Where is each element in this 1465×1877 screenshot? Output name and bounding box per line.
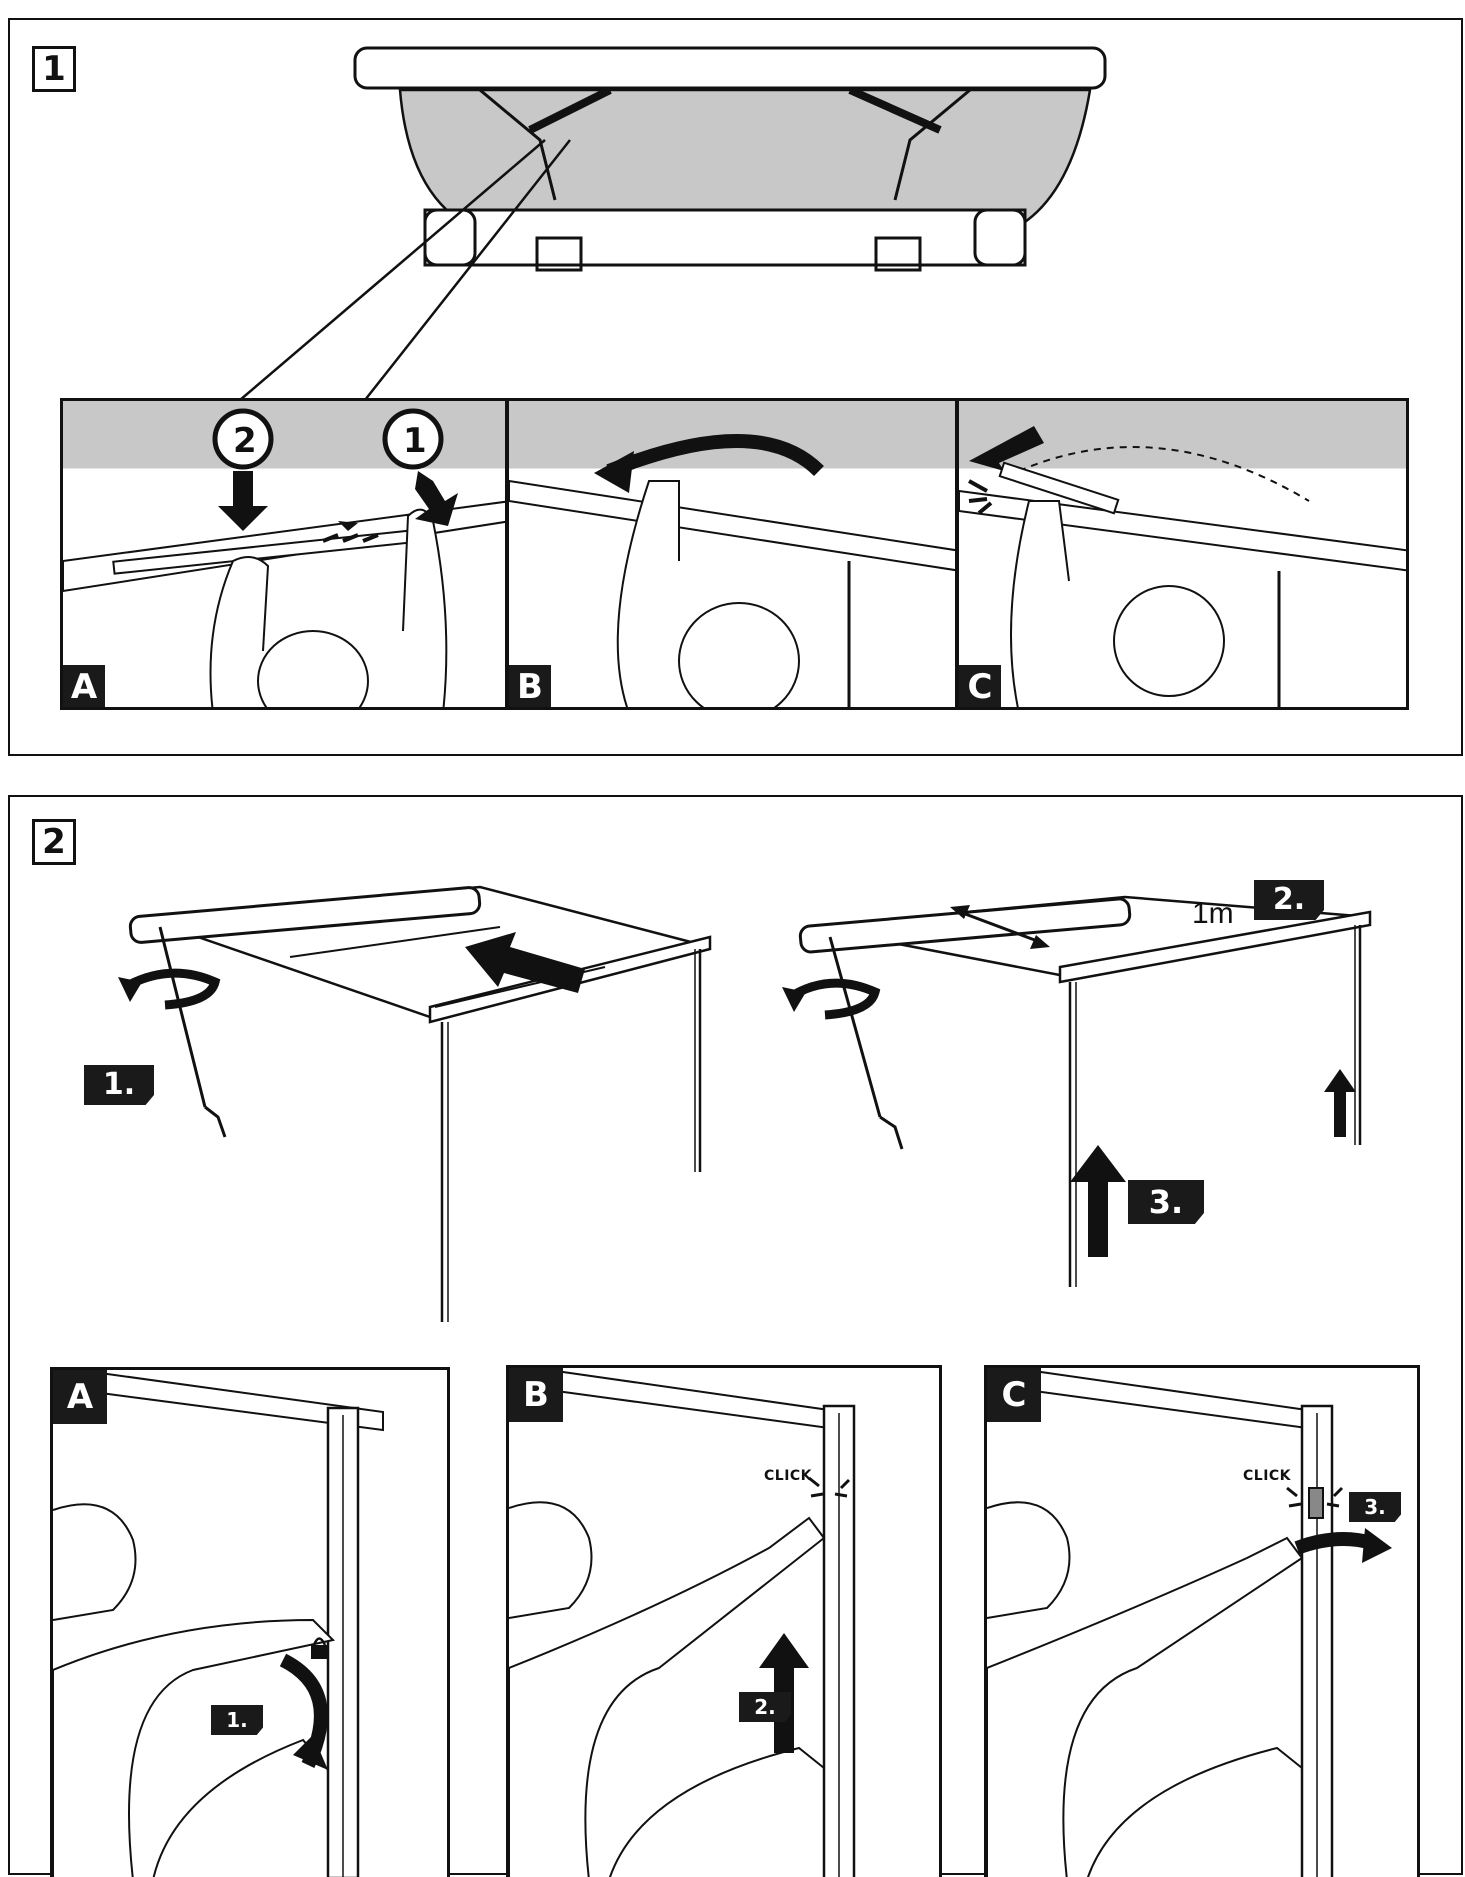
person-inserting-rafter-illustration [63, 408, 505, 707]
callout-1: 1 [403, 421, 428, 461]
step-2-panel-c: C CLICK 3. [984, 1365, 1420, 1877]
panel-label-c: C [959, 665, 1001, 707]
person-raising-leg-illustration [509, 1368, 856, 1877]
click-label-c: CLICK [1243, 1468, 1292, 1484]
detail-tag-3: 3. [1349, 1492, 1401, 1522]
awning-tension-overview-illustration [782, 895, 1372, 1287]
panel-label-b: B [509, 1368, 563, 1422]
person-unlocking-leg-illustration [53, 1370, 384, 1877]
measure-label-1m: 1m [1192, 897, 1234, 930]
step-1-frame: 1 2 1 A [8, 18, 1463, 756]
panel-label-c: C [987, 1368, 1041, 1422]
panel-label-b: B [509, 665, 551, 707]
step-2-number: 2 [32, 819, 76, 865]
overview-tag-2: 2. [1254, 880, 1324, 920]
awning-extend-overview-illustration [118, 885, 712, 1322]
person-rotating-rafter-illustration [509, 434, 955, 707]
person-snapping-rafter-illustration [959, 426, 1406, 707]
callout-2: 2 [233, 421, 258, 461]
step-2-panel-a: A 1. [50, 1367, 450, 1877]
detail-tag-1: 1. [211, 1705, 263, 1735]
panel-label-a: A [63, 665, 105, 707]
click-label-b: CLICK [764, 1468, 813, 1484]
step-1-panel-b: B [506, 398, 958, 710]
step-1-panel-c: C [956, 398, 1409, 710]
detail-tag-2: 2. [739, 1692, 791, 1722]
overview-tag-3: 3. [1128, 1180, 1204, 1224]
panel-label-a: A [53, 1370, 107, 1424]
step-1-number: 1 [32, 46, 76, 92]
step-2-frame: 2 1. 1m 2. 3. [8, 795, 1463, 1877]
step-2-panel-b: B CLICK 2. [506, 1365, 942, 1877]
overview-tag-1: 1. [84, 1065, 154, 1105]
person-locking-leg-illustration [987, 1368, 1392, 1877]
awning-top-view-illustration [239, 46, 1107, 401]
step-1-panel-a: 2 1 A [60, 398, 508, 710]
